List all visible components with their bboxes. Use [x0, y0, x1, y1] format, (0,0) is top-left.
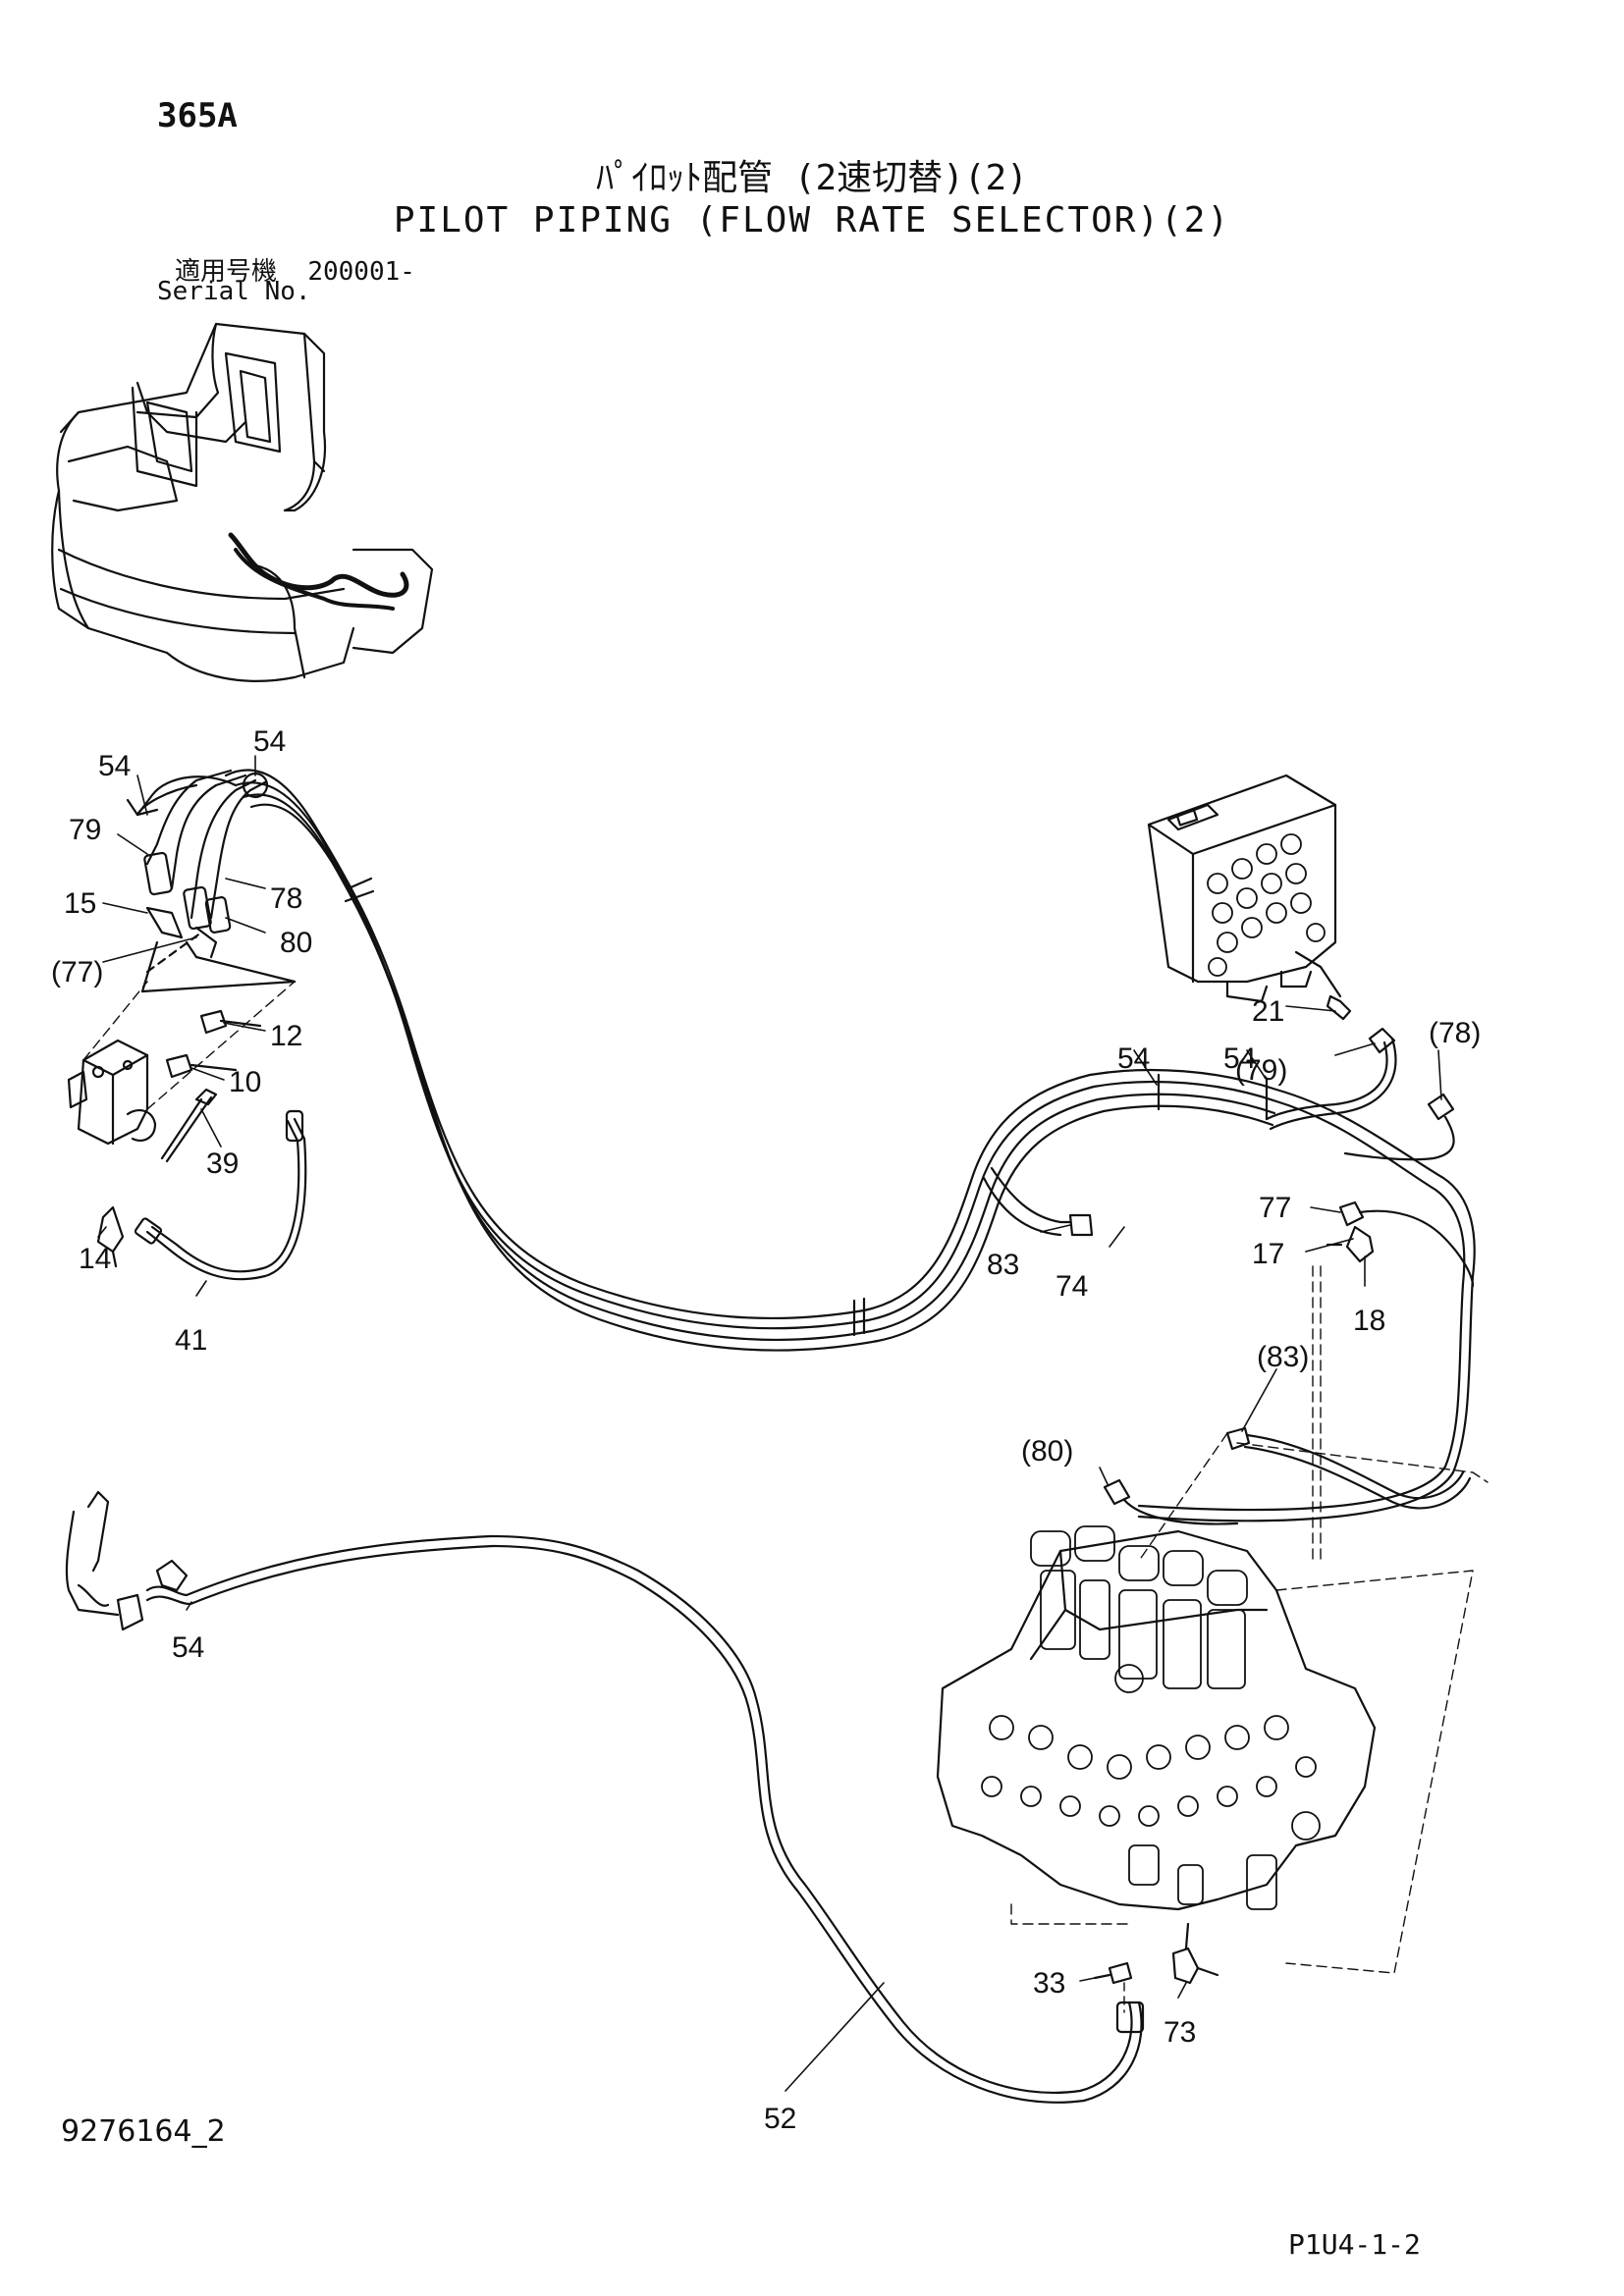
title-japanese: ﾊﾟｲﾛｯﾄ配管 (2速切替)(2) — [596, 158, 1028, 198]
callout-18: 18 — [1353, 1305, 1385, 1337]
excavator-overview — [51, 322, 434, 682]
callout-79: (79) — [1235, 1054, 1287, 1087]
callout-10: 10 — [229, 1066, 261, 1098]
callout-14: 14 — [79, 1243, 111, 1275]
callout-labels: 54 54 79 78 15 80 (77) 12 10 39 14 41 21… — [51, 725, 1481, 2135]
callout-15: 15 — [64, 887, 96, 920]
callout-17: 17 — [1252, 1238, 1284, 1270]
callout-73: 73 — [1164, 2016, 1196, 2049]
serial-value: 200001- — [307, 257, 415, 287]
callout-54: 54 — [1117, 1042, 1150, 1075]
callout-79: 79 — [69, 814, 101, 846]
callout-21: 21 — [1252, 995, 1284, 1028]
callout-74: 74 — [1056, 1270, 1088, 1303]
document-number: 9276164_2 — [61, 2114, 226, 2149]
model-number: 365A — [157, 96, 238, 135]
bottom-fittings — [1093, 1922, 1219, 2013]
callout-78: (78) — [1429, 1017, 1481, 1049]
right-hoses — [1265, 1027, 1475, 1562]
callout-80: 80 — [280, 927, 312, 959]
callout-54: 54 — [172, 1631, 204, 1664]
callout-54: 54 — [253, 725, 286, 758]
hose-bundle — [126, 769, 1476, 1522]
callout-12: 12 — [270, 1020, 302, 1052]
solenoid-valve-block — [1147, 774, 1352, 1021]
callout-77: (77) — [51, 956, 103, 988]
control-valve — [936, 1525, 1474, 1974]
callout-78: 78 — [270, 882, 302, 915]
callout-83: (83) — [1257, 1341, 1309, 1373]
serial-label-en: Serial No. — [157, 277, 311, 306]
callout-39: 39 — [206, 1148, 239, 1180]
callout-52: 52 — [764, 2103, 796, 2135]
callout-83: 83 — [987, 1249, 1019, 1281]
callout-54: 54 — [1223, 1042, 1256, 1075]
serial-label-ja: 適用号機 — [175, 257, 278, 287]
callout-77: 77 — [1259, 1192, 1291, 1224]
callout-41: 41 — [175, 1324, 207, 1357]
serial-line-ja: 適用号機 200001- — [175, 251, 415, 288]
title-english: PILOT PIPING (FLOW RATE SELECTOR)(2) — [393, 200, 1231, 240]
left-fitting-assembly — [67, 769, 307, 1281]
lower-right-hoses — [1103, 1426, 1489, 1562]
callout-33: 33 — [1033, 1967, 1065, 2000]
hose-52 — [65, 1490, 1145, 2104]
callout-54: 54 — [98, 750, 131, 782]
leader-lines — [97, 755, 1442, 2092]
callout-80: (80) — [1021, 1435, 1073, 1468]
page-code: P1U4-1-2 — [1288, 2228, 1421, 2261]
